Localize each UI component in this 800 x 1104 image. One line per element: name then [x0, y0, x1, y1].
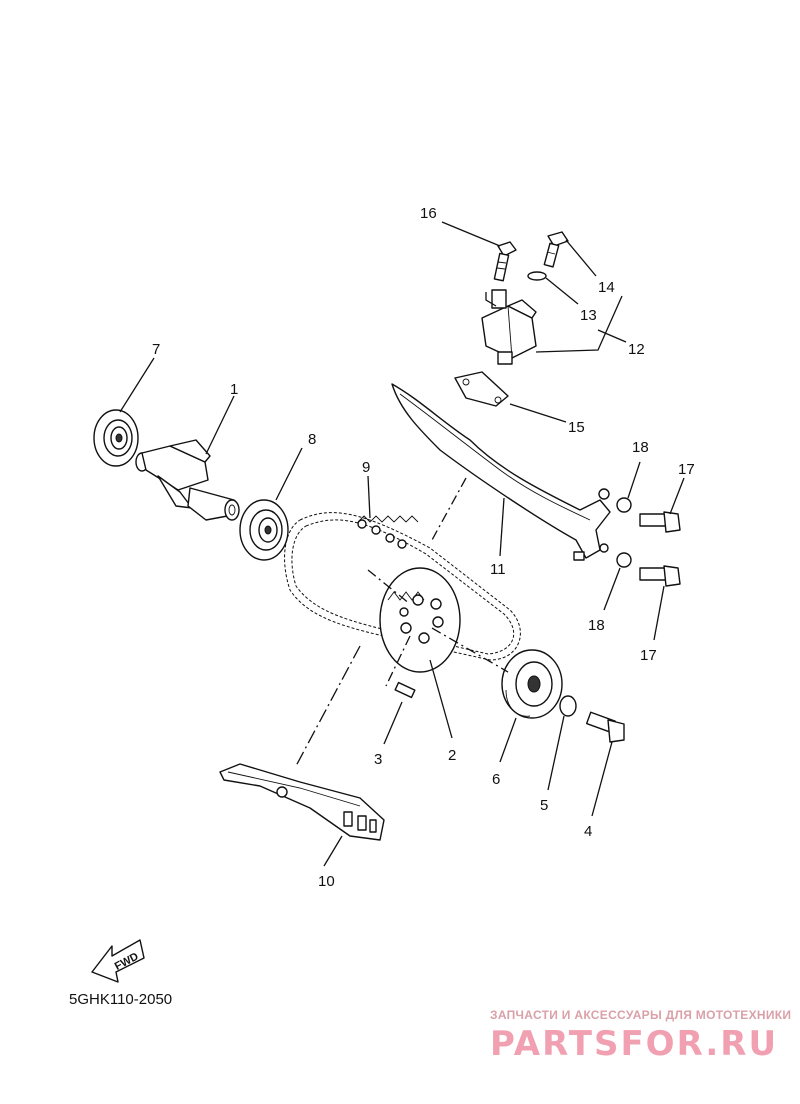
camshaft-1: [135, 439, 240, 521]
o-ring-13: [527, 271, 547, 281]
bearing-8: [239, 499, 289, 561]
callout-17-top: 17: [678, 461, 695, 478]
bolt-17-bottom: [639, 565, 681, 587]
callout-12: 12: [628, 341, 645, 358]
bearing-7: [93, 409, 139, 467]
diagram-code: 5GHK110-2050: [69, 991, 173, 1008]
washer-18-top: [616, 497, 632, 513]
callout-14: 14: [598, 279, 615, 296]
washer-18-bottom: [616, 552, 632, 568]
fwd-arrow-icon: FWD: [91, 939, 145, 983]
chain-guide-10: [219, 763, 385, 841]
bolt-4: [585, 711, 625, 743]
dowel-pin-3: [394, 681, 416, 699]
callout-9: 9: [362, 459, 370, 476]
callout-10: 10: [318, 873, 335, 890]
watermark-tagline: ЗАПЧАСТИ И АКСЕССУАРЫ ДЛЯ МОТОТЕХНИКИ: [490, 1008, 792, 1022]
cam-sprocket-2: [379, 567, 461, 673]
bolt-14: [543, 231, 569, 268]
bolt-16: [493, 241, 517, 282]
callout-18-bottom: 18: [588, 617, 605, 634]
cam-chain: [284, 512, 521, 661]
gasket-15: [454, 371, 509, 407]
callout-3: 3: [374, 751, 382, 768]
watermark-logo: PARTSFOR.RU: [490, 1024, 779, 1064]
callout-18-top: 18: [632, 439, 649, 456]
callout-2: 2: [448, 747, 456, 764]
chain-guide-11: [391, 383, 611, 561]
callout-16: 16: [420, 205, 437, 222]
callout-5: 5: [540, 797, 548, 814]
callout-11: 11: [490, 561, 506, 578]
callout-7: 7: [152, 341, 160, 358]
leader-lines: [119, 221, 685, 867]
callout-15: 15: [568, 419, 585, 436]
callout-labels: 16 14 13 12 15 11 18 18 17 17 7 1 8 9 3 …: [152, 205, 695, 890]
tensioner-12: [481, 289, 537, 365]
callout-8: 8: [308, 431, 316, 448]
callout-4: 4: [584, 823, 592, 840]
bolt-17-top: [639, 511, 681, 533]
plate-6: [501, 649, 563, 719]
callout-13: 13: [580, 307, 597, 324]
callout-6: 6: [492, 771, 500, 788]
spring-9: [357, 515, 419, 549]
callout-1: 1: [230, 381, 238, 398]
callout-17-bottom: 17: [640, 647, 657, 664]
washer-5: [559, 695, 577, 717]
